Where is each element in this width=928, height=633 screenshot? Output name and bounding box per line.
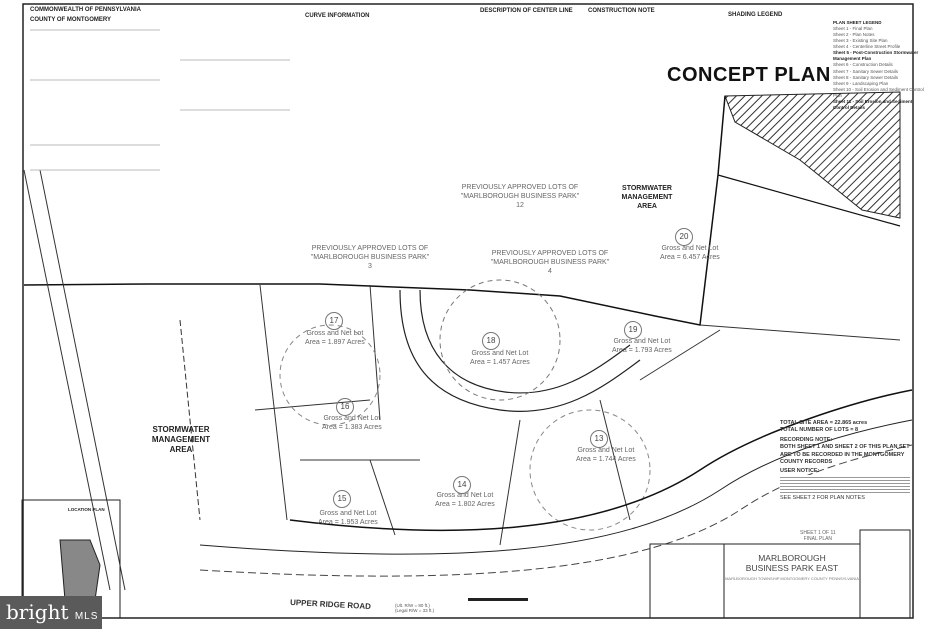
drawing-border: [22, 3, 914, 619]
construction-note-heading: CONSTRUCTION NOTE: [588, 8, 655, 14]
title-block: MARLBOROUGH BUSINESS PARK EAST MARLBOROU…: [725, 545, 859, 581]
user-notice-title: USER NOTICE:: [780, 467, 820, 474]
legend-item: Sheet 8 - Sanitary Sewer Details: [833, 74, 899, 80]
plan-sheet-legend: PLAN SHEET LEGEND Sheet 1 - Final Plan S…: [833, 20, 928, 111]
project-title-line1: MARLBOROUGH: [758, 553, 826, 563]
legend-item: Sheet 2 - Plan Notes: [833, 32, 875, 38]
previously-approved-lots-4: PREVIOUSLY APPROVED LOTS OF "MARLBOROUGH…: [490, 250, 610, 275]
legend-item: Sheet 9 - Landscaping Plan: [833, 80, 889, 86]
stormwater-management-area-left: STORMWATER MANAGEMENT AREA: [151, 425, 211, 454]
road-row: (Ult. R/W = 80 ft.)(Legal R/W = 33 ft.): [395, 603, 435, 614]
previously-approved-lots-12: PREVIOUSLY APPROVED LOTS OF "MARLBOROUGH…: [460, 184, 580, 209]
legend-item: Sheet 5 - Post-Construction Stormwater M…: [833, 50, 919, 62]
curve-information-heading: CURVE INFORMATION: [305, 13, 370, 19]
user-notice-text: [780, 474, 910, 493]
total-site-area: TOTAL SITE AREA = 22.865 acres: [780, 420, 868, 426]
project-title-line2: BUSINESS PARK EAST: [745, 563, 839, 573]
summary-notes: TOTAL SITE AREA = 22.865 acres TOTAL NUM…: [780, 420, 910, 502]
hatched-concept-area: [724, 91, 901, 219]
bright-mls-logo: bright MLS: [0, 596, 102, 629]
legend-item: Sheet 7 - Sanitary Sewer Details: [833, 68, 899, 74]
property-boundary: [23, 95, 726, 326]
county-text: COUNTY OF MONTGOMERY: [30, 17, 111, 23]
total-lots: TOTAL NUMBER OF LOTS = 8: [780, 427, 859, 434]
shading-legend-heading: SHADING LEGEND: [728, 12, 783, 18]
location-plan-title: LOCATION PLAN: [68, 507, 105, 512]
project-location: MARLBOROUGH TOWNSHIP MONTGOMERY COUNTY P…: [725, 576, 859, 581]
legend-item: Sheet 3 - Existing Site Plan: [833, 38, 888, 44]
legend-item: Sheet 1 - Final Plan: [833, 26, 873, 32]
centerline-heading: DESCRIPTION OF CENTER LINE: [480, 8, 573, 14]
legend-item: Sheet 11 - Soil Erosion and Sediment Con…: [833, 98, 913, 110]
stormwater-management-area-right: STORMWATER MANAGEMENT AREA: [621, 185, 673, 210]
legend-item: Sheet 10 - Soil Erosion and Sediment Con…: [833, 86, 924, 98]
legend-item: Sheet 6 - Construction Details: [833, 62, 893, 68]
legend-item: Sheet 4 - Centerline Street Profile: [833, 44, 901, 50]
recording-note: BOTH SHEET 1 AND SHEET 2 OF THIS PLAN SE…: [780, 444, 910, 465]
previously-approved-lots-3: PREVIOUSLY APPROVED LOTS OF "MARLBOROUGH…: [310, 245, 430, 270]
concept-plan-stamp: CONCEPT PLAN: [667, 64, 831, 86]
commonwealth-text: COMMONWEALTH OF PENNSYLVANIA: [30, 7, 141, 13]
see-sheet-note: SEE SHEET 2 FOR PLAN NOTES: [780, 494, 865, 501]
plan-sheet-legend-title: PLAN SHEET LEGEND: [833, 20, 882, 25]
recording-note-title: RECORDING NOTE:: [780, 437, 833, 444]
